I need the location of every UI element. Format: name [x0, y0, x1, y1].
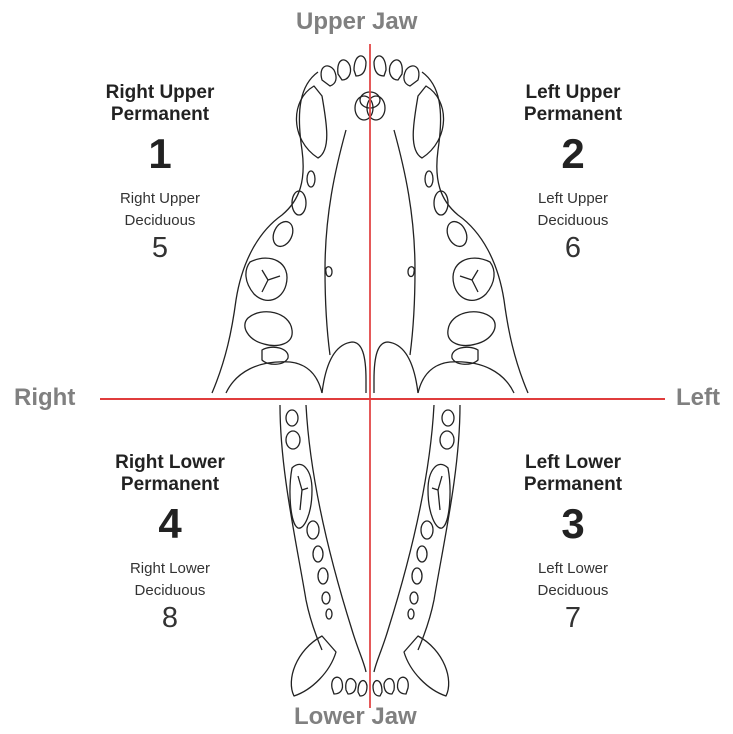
quadrant-dec-number: 5 — [80, 232, 240, 264]
left-side-label: Left — [676, 384, 720, 412]
quadrant-perm-number: 4 — [90, 500, 250, 548]
quadrant-perm-number: 3 — [493, 500, 653, 548]
quadrant-perm-label-line1: Left Lower — [493, 452, 653, 474]
quadrant-perm-label-line1: Right Lower — [90, 452, 250, 474]
quadrant-dec-number: 8 — [90, 602, 250, 634]
quadrant-dec-label-line2: Deciduous — [90, 580, 250, 602]
quadrant-perm-label-line2: Permanent — [90, 474, 250, 496]
quadrant-dec-label-line2: Deciduous — [80, 210, 240, 232]
quadrant-perm-number: 2 — [493, 130, 653, 178]
quadrant-dec-label-line1: Left Lower — [493, 558, 653, 580]
upper-jaw-label: Upper Jaw — [296, 8, 417, 36]
quadrant-perm-label-line1: Left Upper — [493, 82, 653, 104]
quadrant-perm-number: 1 — [80, 130, 240, 178]
quadrant-dec-label-line2: Deciduous — [493, 580, 653, 602]
quadrant-perm-label-line2: Permanent — [493, 104, 653, 126]
quadrant-dec-label-line1: Left Upper — [493, 188, 653, 210]
lower-jaw-label: Lower Jaw — [294, 703, 417, 731]
quadrant-right-upper: Right Upper Permanent 1 Right Upper Deci… — [80, 82, 240, 264]
quadrant-perm-label-line2: Permanent — [493, 474, 653, 496]
quadrant-dec-number: 7 — [493, 602, 653, 634]
quadrant-left-lower: Left Lower Permanent 3 Left Lower Decidu… — [493, 452, 653, 634]
quadrant-dec-number: 6 — [493, 232, 653, 264]
quadrant-dec-label-line1: Right Upper — [80, 188, 240, 210]
quadrant-dec-label-line2: Deciduous — [493, 210, 653, 232]
quadrant-dec-label-line1: Right Lower — [90, 558, 250, 580]
quadrant-right-lower: Right Lower Permanent 4 Right Lower Deci… — [90, 452, 250, 634]
quadrant-left-upper: Left Upper Permanent 2 Left Upper Decidu… — [493, 82, 653, 264]
quadrant-perm-label-line1: Right Upper — [80, 82, 240, 104]
quadrant-perm-label-line2: Permanent — [80, 104, 240, 126]
right-side-label: Right — [14, 384, 75, 412]
